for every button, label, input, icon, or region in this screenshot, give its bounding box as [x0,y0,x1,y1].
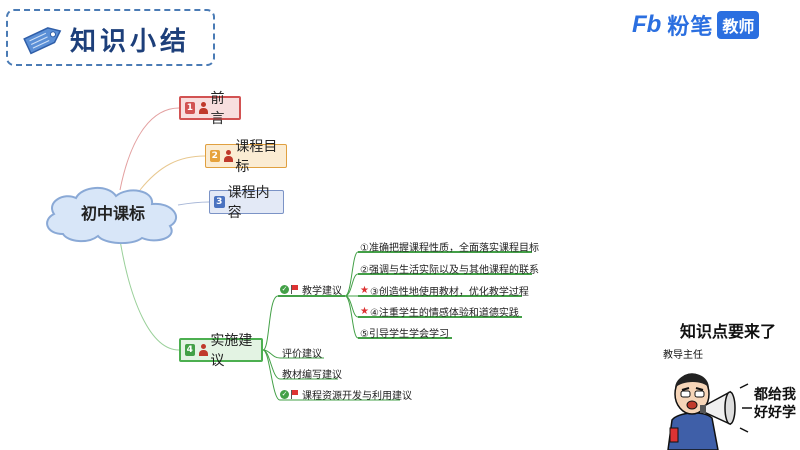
logo-name: 粉笔 [667,15,714,40]
fenbi-logo: Fb 粉笔 教师 [632,10,760,40]
branch-implementation[interactable]: 4 实施建议 [179,333,263,369]
sub-textbook-suggestions[interactable]: 教材编写建议 [282,366,342,381]
point-label: ③创造性地使用教材，优化教学过程 [369,287,529,298]
branch-label: 实施建议 [210,333,253,369]
teacher-megaphone-illustration [667,373,752,450]
branch-label: 课程内容 [227,185,270,221]
flag-icon [291,285,299,294]
branch-course-goals[interactable]: 2 课程目标 [205,139,287,175]
check-icon: ✓ [280,285,289,294]
tag-icon [23,27,62,55]
teaching-point[interactable]: ①准确把握课程性质，全面落实课程目标 [360,239,539,254]
sub-evaluation-suggestions[interactable]: 评价建议 [282,345,322,360]
branch-number: 3 [214,196,225,208]
logo-badge: 教师 [717,11,760,39]
branch-course-content[interactable]: 3 课程内容 [209,185,284,221]
point-label: ①准确把握课程性质，全面落实课程目标 [360,243,539,254]
sub-resource-suggestions[interactable]: ✓ 课程资源开发与利用建议 [280,387,412,402]
logo-mark: Fb [632,11,662,38]
center-topic: 初中课标 [80,204,145,223]
point-label: ④注重学生的情感体验和道德实践 [369,308,519,319]
sub-label: 教学建议 [302,286,342,297]
sub-label: 教材编写建议 [282,370,342,381]
person-icon [198,344,208,356]
branch-label: 前言 [210,91,225,127]
branch-preface[interactable]: 1 前言 [179,91,241,127]
point-label: ②强调与生活实际以及与其他课程的联系 [360,265,539,276]
sub-label: 评价建议 [282,349,322,360]
person-icon [198,102,208,114]
teaching-point[interactable]: ⑤引导学生学会学习 [360,325,449,340]
branch-label: 课程目标 [235,139,278,175]
point-label: ⑤引导学生学会学习 [360,329,449,340]
sub-teaching-suggestions[interactable]: ✓ 教学建议 [280,282,342,297]
section-header: 知识小结 [6,9,215,66]
knowledge-point-title: 知识点要来了 [680,322,777,341]
person-icon [223,150,233,162]
center-cloud [46,187,177,244]
header-title: 知识小结 [70,27,191,57]
teaching-point[interactable]: ★ ④注重学生的情感体验和道德实践 [360,304,519,319]
teacher-shout-text: 都给我好好学 [754,387,796,421]
check-icon: ✓ [280,390,289,399]
star-icon: ★ [360,306,369,317]
teaching-point[interactable]: ★ ③创造性地使用教材，优化教学过程 [360,283,529,298]
teacher-role-label: 教导主任 [663,350,703,361]
star-icon: ★ [360,285,369,296]
branch-number: 1 [185,102,195,114]
teaching-point[interactable]: ②强调与生活实际以及与其他课程的联系 [360,261,539,276]
flag-icon [291,390,299,399]
sub-label: 课程资源开发与利用建议 [302,391,412,402]
branch-number: 2 [210,150,220,162]
branch-number: 4 [185,344,195,356]
